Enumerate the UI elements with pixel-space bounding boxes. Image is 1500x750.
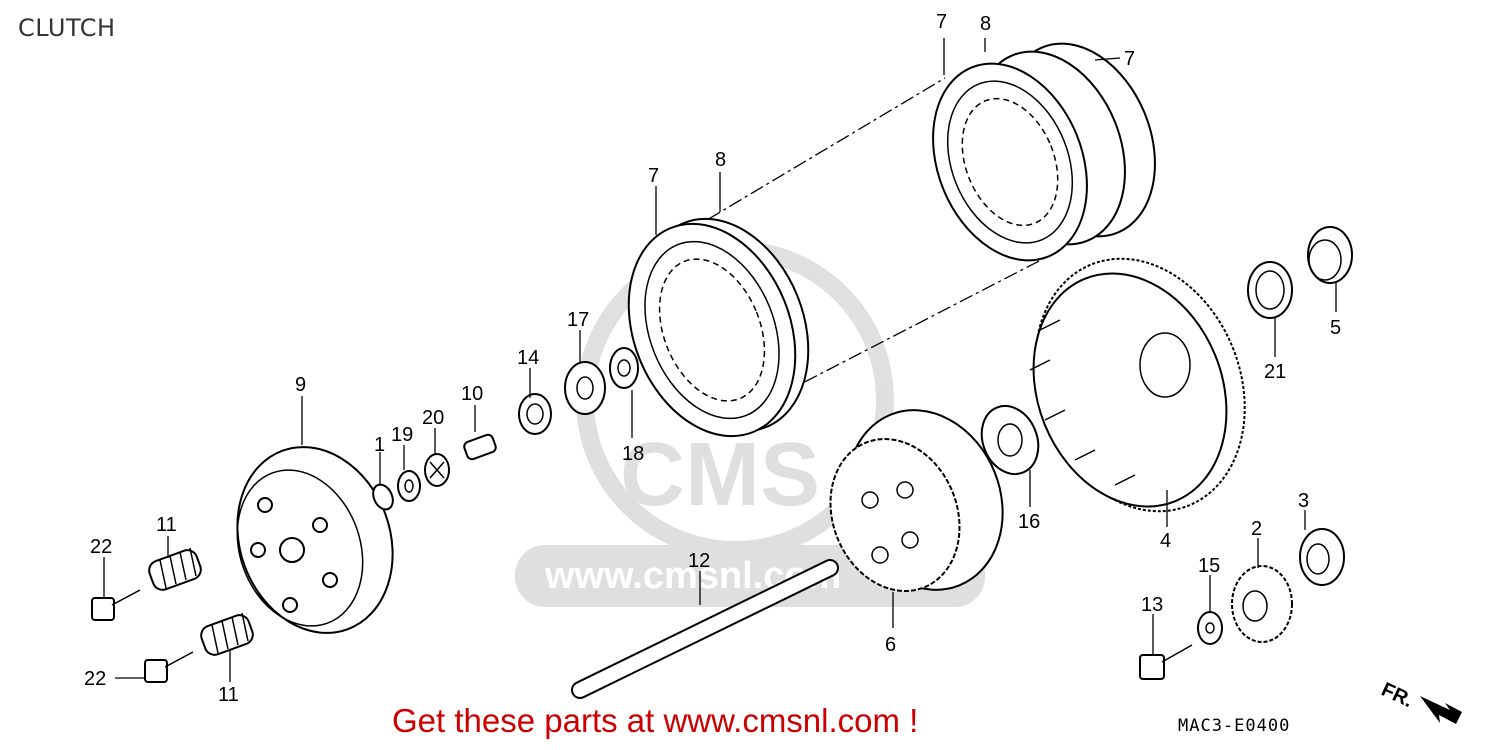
callout-2: 2 [1251, 518, 1262, 540]
lifter-rod[interactable] [571, 559, 839, 699]
flange-bolt-upper[interactable] [91, 589, 141, 621]
clutch-spring-upper[interactable] [146, 547, 203, 592]
front-arrow-label: FR. [1378, 679, 1416, 713]
ball-bearing[interactable] [1299, 528, 1345, 586]
callout-7: 7 [936, 11, 947, 33]
callout-22: 22 [84, 668, 106, 690]
callout-3: 3 [1298, 490, 1309, 512]
diagram-title: CLUTCH [18, 14, 116, 42]
drive-gear-bolt[interactable] [1139, 644, 1193, 680]
callout-14: 14 [517, 347, 539, 369]
front-direction-arrow-icon: FR. [1378, 679, 1462, 724]
promo-banner-text[interactable]: Get these parts at www.cmsnl.com ! [392, 702, 919, 739]
clutch-spring-lower[interactable] [198, 612, 255, 657]
callout-15: 15 [1198, 555, 1220, 577]
clutch-outer-housing[interactable] [999, 227, 1282, 543]
lifter-bearing[interactable] [424, 453, 450, 487]
callout-4: 4 [1160, 530, 1171, 552]
lock-nut[interactable] [518, 393, 552, 435]
callout-labels: 7 8 7 7 8 17 14 18 10 20 19 1 9 5 21 16 … [84, 11, 1341, 706]
thrust-washer-small[interactable] [609, 347, 639, 389]
clutch-center-hub[interactable] [808, 387, 1029, 614]
callout-8: 8 [715, 149, 726, 171]
callout-18: 18 [622, 443, 644, 465]
thrust-washer[interactable] [972, 397, 1048, 482]
callout-6: 6 [885, 634, 896, 656]
needle-bearing[interactable] [1247, 261, 1293, 319]
assembly-axis-lines [664, 77, 1046, 406]
plain-washer[interactable] [397, 470, 421, 502]
lifter-piece[interactable] [463, 433, 497, 461]
callout-7: 7 [648, 165, 659, 187]
callout-17: 17 [567, 309, 589, 331]
clutch-plate-group-right[interactable] [905, 21, 1182, 283]
drive-gear-washer[interactable] [1197, 611, 1223, 645]
primary-drive-gear[interactable] [1231, 565, 1293, 643]
clutch-plate-pair-left[interactable] [598, 194, 838, 461]
callout-7: 7 [1124, 48, 1135, 70]
outer-guide-collar[interactable] [1307, 226, 1353, 284]
callout-21: 21 [1264, 361, 1286, 383]
callout-13: 13 [1141, 594, 1163, 616]
callout-12: 12 [688, 550, 710, 572]
snap-ring[interactable] [369, 481, 396, 512]
lock-washer[interactable] [564, 361, 606, 415]
callout-22: 22 [90, 536, 112, 558]
callout-11: 11 [156, 514, 177, 536]
callout-leader-lines [103, 38, 1337, 682]
callout-8: 8 [980, 13, 991, 35]
flange-bolt-lower[interactable] [144, 651, 194, 683]
callout-11: 11 [218, 684, 239, 706]
callout-16: 16 [1018, 511, 1040, 533]
callout-19: 19 [391, 424, 413, 446]
callout-20: 20 [422, 407, 444, 429]
callout-9: 9 [295, 374, 306, 396]
drawing-reference-code: MAC3-E0400 [1178, 716, 1291, 736]
callout-1: 1 [374, 434, 385, 456]
callout-5: 5 [1330, 317, 1341, 339]
watermark-logo-text: CMS [620, 425, 820, 525]
pressure-plate[interactable] [212, 425, 418, 655]
callout-10: 10 [461, 383, 483, 405]
